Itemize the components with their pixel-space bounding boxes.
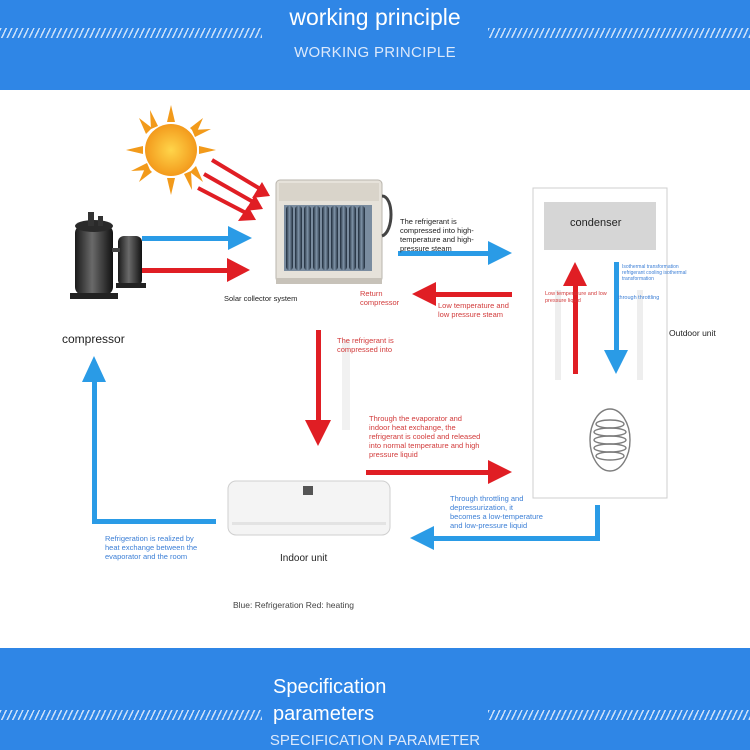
outdoor-unit-label: Outdoor unit	[669, 328, 716, 338]
footer-title-line1: Specification	[273, 676, 387, 698]
annotation-return-compressor: Return compressor	[360, 289, 400, 307]
header-hatch-left	[0, 28, 262, 38]
solar-collector-label: Solar collector system	[224, 294, 298, 303]
annotation-condenser-left: Low temperature and low pressure liquid	[545, 291, 607, 304]
throttle-coil-icon	[589, 408, 631, 472]
footer-band	[0, 648, 750, 750]
footer-hatch-right	[488, 710, 750, 720]
blue-arrow-indoor-to-compressor	[82, 356, 216, 524]
blue-arrow-condenser-down	[604, 262, 628, 374]
blue-arrow-outdoor-to-indoor	[410, 505, 600, 550]
compressor-label: compressor	[62, 332, 125, 346]
footer-subtitle: SPECIFICATION PARAMETER	[269, 732, 481, 749]
footer-title-line2: parameters	[273, 703, 375, 725]
annotation-compressed-into: The refrigerant is compressed into	[337, 336, 394, 354]
faded-bar	[342, 340, 350, 430]
blue-arrow-compressor-to-collector	[142, 226, 252, 250]
annotation-low-temp-steam: Low temperature and low pressure steam	[438, 301, 509, 319]
annotation-refrigeration-realized: Refrigeration is realized by heat exchan…	[105, 534, 198, 561]
red-arrow-indoor-to-outdoor	[366, 460, 512, 484]
annotation-condenser-right: Isothermal transformation refrigerant co…	[622, 264, 687, 282]
header-title: working principle	[289, 4, 461, 30]
condenser-label: condenser	[570, 217, 622, 229]
indoor-unit-image	[227, 480, 391, 536]
compressor-image	[70, 212, 146, 299]
faded-coil-shapes	[555, 290, 643, 380]
condenser-box	[544, 202, 656, 250]
solar-collector-image	[275, 179, 393, 284]
annotation-evaporator-heat: Through the evaporator and indoor heat e…	[369, 414, 481, 459]
blue-arrow-collector-to-condenser	[398, 241, 512, 265]
annotation-throttling: Through throttling and depressurization,…	[450, 494, 543, 530]
header-hatch-right	[488, 28, 750, 38]
footer-hatch-left	[0, 710, 262, 720]
red-arrow-condenser-up	[563, 262, 587, 374]
sun-ray-arrows	[197, 158, 270, 221]
header-subtitle: WORKING PRINCIPLE	[294, 44, 456, 61]
annotation-throttling-small: through throttling	[618, 295, 660, 301]
red-arrow-return-compressor	[412, 282, 512, 306]
indoor-unit-label: Indoor unit	[280, 553, 328, 564]
legend-text: Blue: Refrigeration Red: heating	[233, 600, 354, 610]
red-arrow-compressor-to-collector	[142, 258, 250, 282]
red-arrow-collector-to-indoor	[305, 330, 331, 446]
header-band: working principle WORKING PRINCIPLE	[0, 0, 750, 90]
annotation-compressed-steam: The refrigerant is compressed into high-…	[400, 217, 474, 253]
sun-icon	[126, 105, 216, 195]
